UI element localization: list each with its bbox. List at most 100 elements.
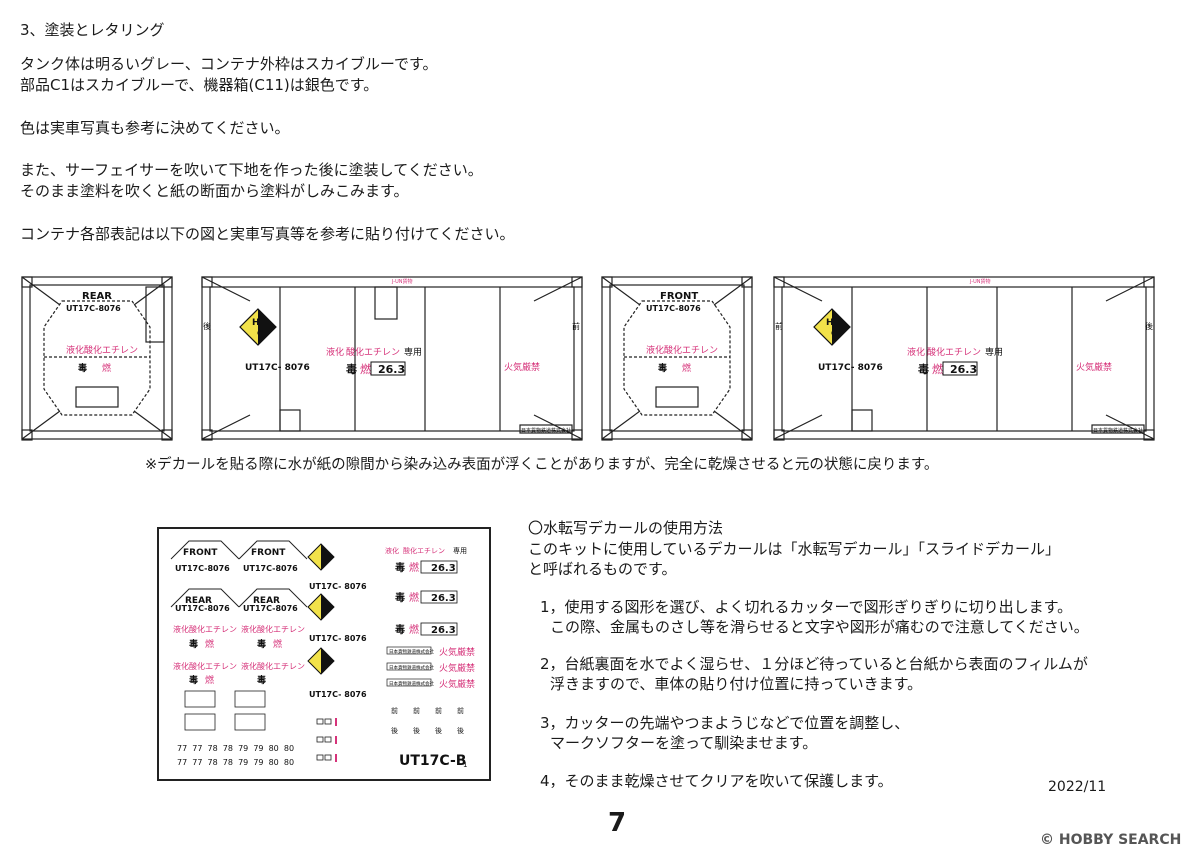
rear-end-view	[21, 276, 173, 441]
decal-poison-3: 毒	[189, 674, 198, 686]
howto-step-3b: マークソフターを塗って馴染ませます。	[550, 734, 818, 752]
hazard-h: H	[252, 318, 260, 328]
front-label: FRONT	[660, 291, 698, 302]
decal-front-m1: 前	[391, 706, 398, 715]
decal-num-2: UT17C-8076	[243, 564, 298, 573]
decal-poison-4: 毒	[257, 674, 266, 686]
decal-flam-s2: 燃	[409, 591, 419, 604]
decal-poison-s1: 毒	[395, 561, 405, 574]
howto-step-1a: 1，使用する図形を選び、よく切れるカッターで図形ぎりぎりに切り出します。	[540, 598, 1073, 616]
rear-label: REAR	[82, 291, 112, 302]
decal-dedicated-1: 専用	[453, 546, 467, 555]
decal-rear-1: REAR	[185, 596, 212, 606]
decal-back-m3: 後	[435, 726, 442, 735]
decal-poison-2: 毒	[257, 638, 266, 650]
rear-number: UT17C-8076	[66, 304, 121, 313]
container-diagrams: REAR UT17C-8076 液化酸化エチレン 毒 燃 H G UT17C- …	[21, 276, 1155, 441]
top-plate-left: J-UN貨物	[391, 278, 413, 285]
decal-flam-3: 燃	[205, 674, 214, 686]
hazard-diamond-left: H G	[239, 308, 277, 346]
decal-side-num-3: UT17C- 8076	[309, 690, 367, 699]
front-mark-left: 前	[572, 321, 580, 331]
decal-sheet-sub: 1	[463, 761, 467, 769]
side-flammable: 燃	[360, 362, 371, 376]
side-view-right	[773, 276, 1155, 441]
decal-poison-s3: 毒	[395, 623, 405, 636]
decal-front-m4: 前	[457, 706, 464, 715]
decal-cargo-a-1: 液化	[385, 546, 399, 555]
decal-front-m2: 前	[413, 706, 420, 715]
front-poison: 毒	[658, 362, 667, 374]
decal-num-1: UT17C-8076	[175, 564, 230, 573]
decal-front-m3: 前	[435, 706, 442, 715]
decal-flam-2: 燃	[273, 638, 282, 650]
top-plate-right: J-UN貨物	[969, 278, 991, 285]
decal-sheet-id: UT17C-B	[399, 753, 466, 769]
hazard-h-right: H	[826, 318, 834, 328]
side-poison: 毒	[346, 362, 357, 376]
howto-intro-2: と呼ばれるものです。	[528, 560, 677, 578]
date-label: 2022/11	[1048, 779, 1107, 795]
side-cargo-b: 酸化エチレン	[346, 346, 400, 358]
howto-step-2a: 2，台紙裏面を水でよく湿らせ、１分ほど待っていると台紙から表面のフィルムが	[540, 655, 1088, 673]
side-flammable-right: 燃	[932, 362, 943, 376]
hazard-diamond-right: H G	[813, 308, 851, 346]
drying-note: ※デカールを貼る際に水が紙の隙間から染み込み表面が浮くことがありますが、完全に乾…	[145, 457, 939, 473]
side-number-right: UT17C- 8076	[818, 363, 883, 373]
decal-poison-s2: 毒	[395, 591, 405, 604]
paint-line-6: コンテナ各部表記は以下の図と実車写真等を参考に貼り付けてください。	[20, 225, 515, 243]
back-mark-left: 後	[203, 321, 211, 331]
decal-flam-s3: 燃	[409, 623, 419, 636]
paint-line-5: そのまま塗料を吹くと紙の断面から塗料がしみこみます。	[20, 182, 409, 200]
howto-step-3a: 3，カッターの先端やつまようじなどで位置を調整し、	[540, 714, 910, 732]
page-number: 7	[608, 808, 627, 838]
rear-poison: 毒	[78, 362, 87, 374]
decal-numbers-row-2: 77 77 78 78 79 79 80 80	[177, 758, 294, 767]
decal-cap-1: 26.3	[431, 563, 456, 574]
paint-line-3: 色は実車写真も参考に決めてください。	[20, 119, 290, 137]
rear-flammable: 燃	[102, 362, 111, 374]
paint-line-2: 部品C1はスカイブルーで、機器箱(C11)は銀色です。	[20, 76, 379, 94]
side-view-left	[201, 276, 583, 441]
decal-owner-3: 日本貨物鉄道株式会社	[389, 680, 434, 687]
front-mark-right: 前	[775, 321, 783, 331]
decal-cargo-b-1: 酸化エチレン	[403, 546, 445, 555]
howto-step-1b: この際、金属ものさし等を滑らせると文字や図形が痛むので注意してください。	[550, 618, 1089, 636]
back-mark-right: 後	[1145, 321, 1153, 331]
decal-cargo-4: 液化酸化エチレン	[241, 661, 305, 671]
paint-line-1: タンク体は明るいグレー、コンテナ外枠はスカイブルーです。	[20, 55, 438, 73]
howto-intro-1: このキットに使用しているデカールは「水転写デカール」「スライドデカール」	[528, 540, 1061, 558]
owner-plate-left: 日本貨物鉄道株式会社	[521, 427, 571, 434]
howto-step-2b: 浮きますので、車体の貼り付け位置に持っていきます。	[550, 675, 923, 693]
decal-cargo-2: 液化酸化エチレン	[241, 624, 305, 634]
decal-cap-3: 26.3	[431, 625, 456, 636]
decal-rear-2: REAR	[253, 596, 280, 606]
decal-sheet-art: FRONT FRONT UT17C-8076 UT17C-8076 REAR R…	[170, 540, 475, 769]
paint-line-4: また、サーフェイサーを吹いて下地を作った後に塗装してください。	[20, 161, 483, 179]
decal-cap-2: 26.3	[431, 593, 456, 604]
side-poison-right: 毒	[918, 362, 929, 376]
owner-plate-right: 日本貨物鉄道株式会社	[1093, 427, 1143, 434]
side-nofire-right: 火気厳禁	[1076, 361, 1112, 373]
decal-owner-1: 日本貨物鉄道株式会社	[389, 648, 434, 655]
decal-nofire-1: 火気厳禁	[439, 646, 475, 658]
side-nofire-left: 火気厳禁	[504, 361, 540, 373]
front-flammable: 燃	[682, 362, 691, 374]
front-end-view	[601, 276, 753, 441]
hazard-g: G	[257, 329, 264, 338]
decal-back-m1: 後	[391, 726, 398, 735]
side-cap: 26.3	[378, 363, 405, 376]
watermark: © HOBBY SEARCH	[1040, 832, 1182, 848]
section-title: 3、塗装とレタリング	[20, 21, 165, 39]
side-cargo-a: 液化	[326, 346, 344, 358]
decal-side-num-2: UT17C- 8076	[309, 634, 367, 643]
front-cargo: 液化酸化エチレン	[646, 344, 718, 356]
hazard-g-right: G	[831, 329, 838, 338]
decal-hazard-1	[307, 543, 335, 571]
howto-step-4: 4，そのまま乾燥させてクリアを吹いて保護します。	[540, 772, 893, 790]
decal-back-m4: 後	[457, 726, 464, 735]
decal-back-m2: 後	[413, 726, 420, 735]
front-number: UT17C-8076	[646, 304, 701, 313]
side-dedicated-right: 専用	[985, 346, 1003, 358]
decal-nofire-3: 火気厳禁	[439, 678, 475, 690]
